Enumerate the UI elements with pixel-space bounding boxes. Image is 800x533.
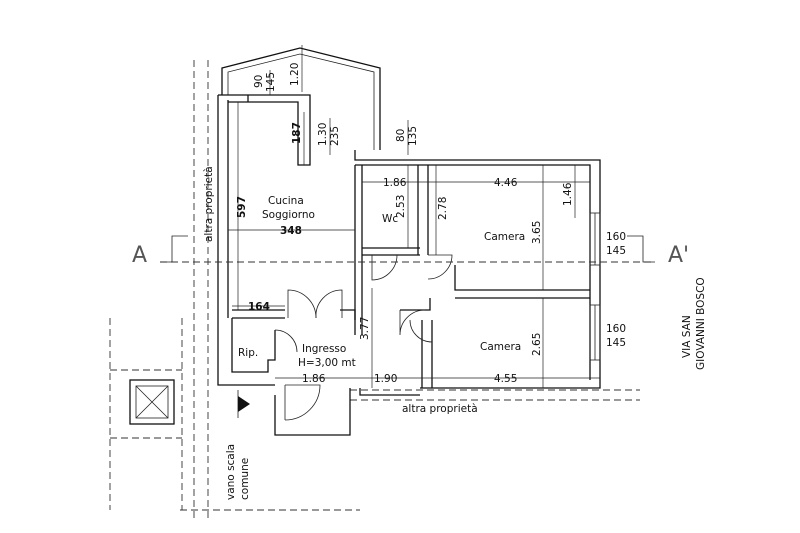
section-label-right: A' <box>668 243 689 268</box>
dim-146: 1.46 <box>562 182 574 206</box>
dim-160-a: 160 <box>606 231 626 243</box>
room-label-camera-2: Camera <box>480 341 521 353</box>
room-labels: Cucina Soggiorno Wc Camera Camera Rip. I… <box>238 195 525 369</box>
label-street-2: GIOVANNI BOSCO <box>695 277 707 370</box>
dim-265: 2.65 <box>531 333 543 356</box>
dim-253: 2.53 <box>395 195 407 218</box>
dim-145-top: 145 <box>265 72 277 92</box>
dim-186-top: 1.86 <box>383 177 407 189</box>
dim-455: 4.55 <box>494 373 517 385</box>
dim-90: 90 <box>253 75 265 88</box>
dim-377: 3.77 <box>359 317 371 340</box>
dim-186-bottom: 1.86 <box>302 373 326 385</box>
label-altra-proprieta-left: altra proprietà <box>203 166 215 242</box>
room-label-cucina: Cucina <box>268 195 304 207</box>
room-label-soggiorno: Soggiorno <box>262 209 315 221</box>
dim-145-b: 145 <box>606 337 626 349</box>
entrance-arrow-icon <box>237 390 250 418</box>
dim-135: 135 <box>407 126 419 146</box>
dim-160-b: 160 <box>606 323 626 335</box>
windows <box>589 212 601 361</box>
room-label-ripostiglio: Rip. <box>238 347 258 359</box>
dim-446: 4.46 <box>494 177 518 189</box>
dim-597: 597 <box>236 196 248 218</box>
dim-348: 348 <box>280 225 302 237</box>
label-comune: comune <box>239 458 251 500</box>
dim-187: 187 <box>291 122 303 144</box>
room-label-camera-1: Camera <box>484 231 525 243</box>
room-label-ingresso: Ingresso <box>302 343 346 355</box>
balcony <box>221 47 381 150</box>
dimension-lines <box>228 45 600 388</box>
dimension-labels: 1.20 90 145 187 1.30 235 80 135 1.86 4.4… <box>236 63 626 385</box>
dim-164: 164 <box>248 301 270 313</box>
section-line: A A' <box>132 235 689 268</box>
section-label-left: A <box>132 243 147 268</box>
dim-365: 3.65 <box>531 221 543 244</box>
dim-235: 235 <box>329 126 341 146</box>
label-vano-scala: vano scala <box>225 444 237 500</box>
dim-190: 1.90 <box>374 373 397 385</box>
dim-120: 1.20 <box>289 63 301 86</box>
label-street-1: VIA SAN <box>681 315 693 358</box>
dim-278: 2.78 <box>437 197 449 220</box>
label-altra-proprieta-bottom: altra proprietà <box>402 403 478 415</box>
property-boundaries <box>109 60 640 520</box>
doors <box>274 254 453 421</box>
context-labels: altra proprietà altra proprietà vano sca… <box>203 166 707 500</box>
room-label-ingresso-height: H=3,00 mt <box>298 357 356 369</box>
stair-well <box>129 379 175 425</box>
room-label-wc: Wc <box>382 213 398 225</box>
dim-130: 1.30 <box>317 123 329 146</box>
dim-80: 80 <box>395 129 407 142</box>
dim-145-a: 145 <box>606 245 626 257</box>
